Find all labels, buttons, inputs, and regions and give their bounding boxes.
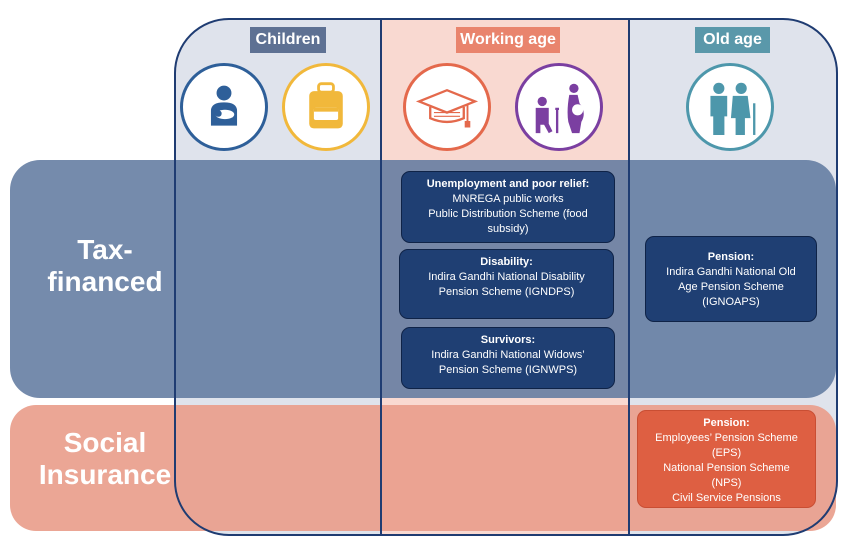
graduation-cap-icon xyxy=(403,63,491,151)
box-title: Unemployment and poor relief: xyxy=(426,178,590,190)
box-line: MNREGA public works xyxy=(452,193,564,205)
mother-baby-icon xyxy=(180,63,268,151)
box-line: (EPS) xyxy=(711,447,742,459)
school-bag-icon xyxy=(282,63,370,151)
tax-financed-label: Tax- financed xyxy=(10,234,200,298)
box-line: Pension Scheme (IGNDPS) xyxy=(438,286,575,298)
old-age-header: Old age xyxy=(695,27,770,53)
box-title: Pension: xyxy=(703,417,750,429)
box-line: Indira Gandhi National Old xyxy=(666,266,796,278)
social-insurance-label: Social Insurance xyxy=(10,427,200,491)
social-insurance-label-line1: Social xyxy=(63,427,147,458)
social-insurance-label-line2: Insurance xyxy=(38,459,172,490)
tax-financed-label-line1: Tax- xyxy=(77,234,133,265)
box-line: (NPS) xyxy=(711,477,742,489)
box-line: Age Pension Scheme xyxy=(678,281,784,293)
box-line: National Pension Scheme xyxy=(663,462,790,474)
tax-financed-label-line2: financed xyxy=(47,266,163,297)
box-line: Indira Gandhi National Disability xyxy=(428,271,585,283)
disability-box: Disability: Indira Gandhi National Disab… xyxy=(399,249,614,319)
box-title: Disability: xyxy=(480,256,533,268)
elderly-couple-icon xyxy=(686,63,774,151)
box-title: Pension: xyxy=(707,251,755,263)
box-line: Employees’ Pension Scheme xyxy=(655,432,798,444)
box-line: Indira Gandhi National Widows’ xyxy=(431,349,585,361)
survivors-box: Survivors: Indira Gandhi National Widows… xyxy=(401,327,615,389)
box-line: subsidy) xyxy=(487,223,529,235)
old-age-pension-social-box: Pension: Employees’ Pension Scheme (EPS)… xyxy=(637,410,816,508)
box-title: Survivors: xyxy=(480,334,536,346)
box-line: Pension Scheme (IGNWPS) xyxy=(438,364,578,376)
unemployment-relief-box: Unemployment and poor relief: MNREGA pub… xyxy=(401,171,615,243)
working-age-header: Working age xyxy=(456,27,560,53)
old-age-pension-tax-box: Pension: Indira Gandhi National Old Age … xyxy=(645,236,817,322)
box-line: Civil Service Pensions xyxy=(672,492,781,504)
children-header: Children xyxy=(250,27,326,53)
box-line: Public Distribution Scheme (food xyxy=(428,208,588,220)
disabled-worker-pregnant-icon xyxy=(515,63,603,151)
box-line: (IGNOAPS) xyxy=(702,296,760,308)
